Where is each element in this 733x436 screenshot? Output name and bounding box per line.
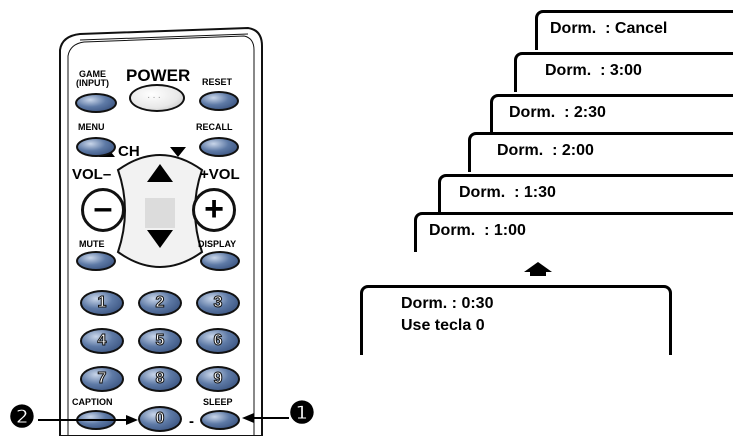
recall-button[interactable]	[199, 137, 239, 157]
key-7[interactable]: 7	[80, 366, 124, 392]
sleep-label: SLEEP	[203, 397, 233, 407]
ch-down-arrow-icon[interactable]	[147, 230, 173, 248]
game-input-button[interactable]	[75, 93, 117, 113]
power-dots-icon: ···	[147, 92, 163, 103]
mute-label: MUTE	[79, 239, 105, 249]
osd-step-text: Dorm. : 1:30	[459, 184, 556, 201]
vol-plus-label: +VOL	[200, 166, 240, 183]
screen-line-hint: Use tecla 0	[401, 317, 485, 334]
key-8[interactable]: 8	[138, 366, 182, 392]
sleep-button[interactable]	[200, 410, 240, 430]
caption-button[interactable]	[76, 410, 116, 430]
caption-label: CAPTION	[72, 397, 113, 407]
callout-1: ❶	[288, 396, 316, 431]
power-label: POWER	[126, 66, 191, 85]
callout-2: ❷	[8, 400, 36, 435]
key-1[interactable]: 1	[80, 290, 124, 316]
display-label: DISPLAY	[198, 239, 237, 249]
osd-step-cancel: Dorm. : Cancel	[535, 10, 733, 50]
mute-button[interactable]	[76, 251, 116, 271]
up-arrow-icon	[524, 262, 552, 276]
osd-step-2-30: Dorm. : 2:30	[490, 94, 733, 134]
ch-label: CH	[118, 143, 140, 160]
menu-label: MENU	[78, 122, 105, 132]
osd-step-1-00: Dorm. : 1:00	[414, 212, 733, 252]
power-button[interactable]	[129, 84, 185, 112]
osd-step-3-00: Dorm. : 3:00	[514, 52, 733, 92]
ch-up-arrow-icon[interactable]	[147, 164, 173, 182]
plus-icon: +	[204, 190, 224, 228]
reset-label: RESET	[202, 77, 233, 87]
key-4[interactable]: 4	[80, 328, 124, 354]
display-button[interactable]	[200, 251, 240, 271]
menu-button[interactable]	[76, 137, 116, 157]
osd-step-text: Dorm. : 1:00	[429, 222, 526, 239]
key-9[interactable]: 9	[196, 366, 240, 392]
minus-icon: –	[93, 189, 113, 227]
ch-down-small-icon	[170, 147, 186, 157]
dash-label: -	[189, 413, 194, 430]
osd-step-text: Dorm. : 2:00	[497, 142, 594, 159]
key-2[interactable]: 2	[138, 290, 182, 316]
vol-plus-button[interactable]: +	[192, 188, 236, 232]
vol-minus-label: VOL–	[72, 166, 112, 183]
osd-step-2-00: Dorm. : 2:00	[468, 132, 733, 172]
screen-line-sleep: Dorm. : 0:30	[401, 295, 494, 312]
osd-step-text: Dorm. : 2:30	[509, 104, 606, 121]
recall-label: RECALL	[196, 122, 233, 132]
key-3[interactable]: 3	[196, 290, 240, 316]
osd-step-text: Dorm. : 3:00	[545, 62, 642, 79]
key-5[interactable]: 5	[138, 328, 182, 354]
tv-screen: Dorm. : 0:30 Use tecla 0	[360, 285, 672, 355]
vol-minus-button[interactable]: –	[81, 188, 125, 232]
osd-step-text: Dorm. : Cancel	[550, 20, 668, 37]
key-6[interactable]: 6	[196, 328, 240, 354]
reset-button[interactable]	[199, 91, 239, 111]
game-input-label: GAME (INPUT)	[76, 69, 109, 88]
osd-step-1-30: Dorm. : 1:30	[438, 174, 733, 214]
key-0[interactable]: 0	[138, 406, 182, 432]
